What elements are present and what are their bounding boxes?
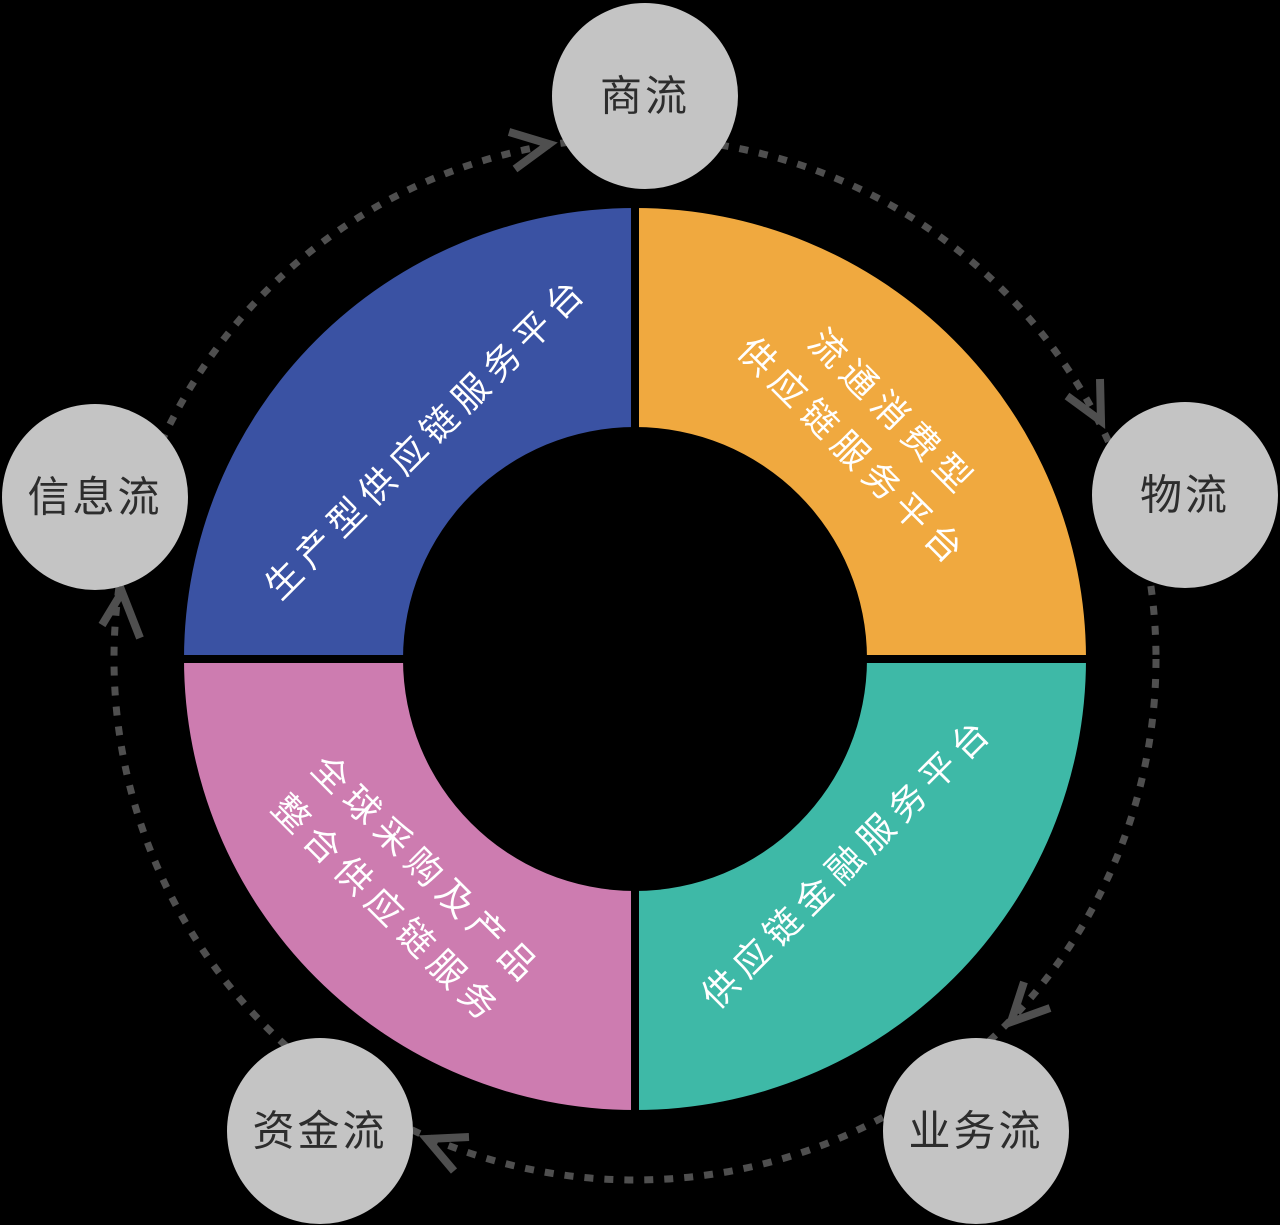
- node-logistics-flow-label: 物流: [1140, 472, 1230, 519]
- segment-production-arc: [184, 208, 635, 659]
- node-logistics-flow: 物流: [1092, 402, 1278, 588]
- segment-finance: 供应链金融服务平台: [635, 659, 1086, 1110]
- segment-production: 生产型供应链服务平台: [184, 208, 635, 659]
- node-capital-flow-circle: [227, 1038, 413, 1224]
- node-capital-flow: 资金流: [227, 1038, 413, 1224]
- flow-cycle-dashed-ring: [110, 134, 1160, 1184]
- node-capital-flow-label: 资金流: [252, 1108, 387, 1155]
- node-information-flow-label: 信息流: [27, 474, 162, 521]
- arrow-into-logistics-flow: [1064, 378, 1106, 430]
- arrow-into-information-flow: [98, 583, 144, 640]
- segment-gap-horizontal: [179, 655, 1091, 663]
- segment-global-procurement: 全球采购及产品 整合供应链服务: [184, 659, 635, 1110]
- segment-finance-arc: [635, 659, 1086, 1110]
- node-business-flow-label: 业务流: [908, 1108, 1043, 1155]
- node-information-flow: 信息流: [2, 404, 188, 590]
- node-commerce-flow-label: 商流: [600, 73, 690, 120]
- node-commerce-flow-circle: [552, 3, 738, 189]
- segment-circulation-arc: [635, 208, 1086, 659]
- node-logistics-flow-circle: [1092, 402, 1278, 588]
- segment-circulation: 流通消费型 供应链服务平台: [635, 208, 1086, 659]
- arrow-into-business-flow: [1004, 980, 1052, 1029]
- node-information-flow-circle: [2, 404, 188, 590]
- node-commerce-flow: 商流: [552, 3, 738, 189]
- arrow-into-commerce-flow: [507, 128, 558, 173]
- arrow-into-capital-flow: [418, 1133, 470, 1174]
- segment-global-procurement-arc: [184, 659, 635, 1110]
- node-business-flow-circle: [883, 1038, 1069, 1224]
- node-business-flow: 业务流: [883, 1038, 1069, 1224]
